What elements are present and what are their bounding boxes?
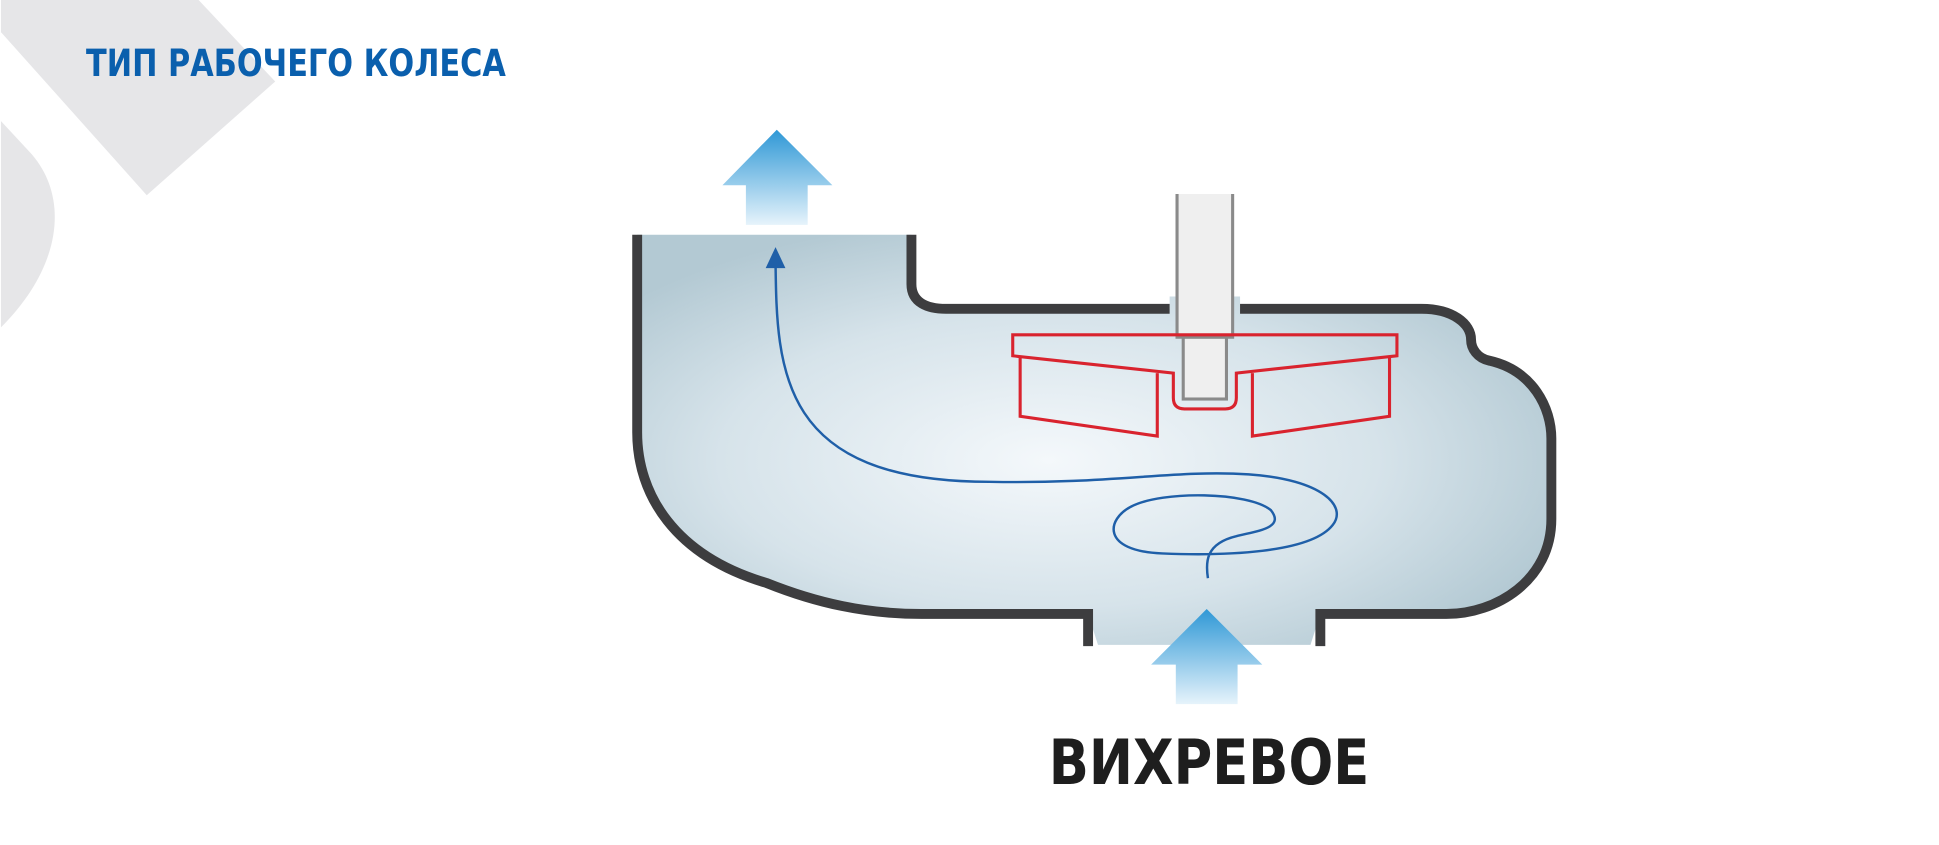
- shaft: [1175, 193, 1235, 401]
- pump-chamber-fill: [637, 234, 1552, 645]
- inlet-arrow-icon: [1151, 609, 1263, 705]
- background-decor: [0, 0, 276, 328]
- outlet-arrow-icon: [722, 129, 833, 225]
- pump-housing: [632, 234, 1557, 647]
- vortex-impeller: [1011, 333, 1399, 438]
- page-title: ТИП РАБОЧЕГО КОЛЕСА: [86, 42, 506, 85]
- impeller-type-label: ВИХРЕВОЕ: [1048, 726, 1370, 799]
- flow-arrow-head: [765, 247, 786, 269]
- flow-path: [774, 261, 1339, 579]
